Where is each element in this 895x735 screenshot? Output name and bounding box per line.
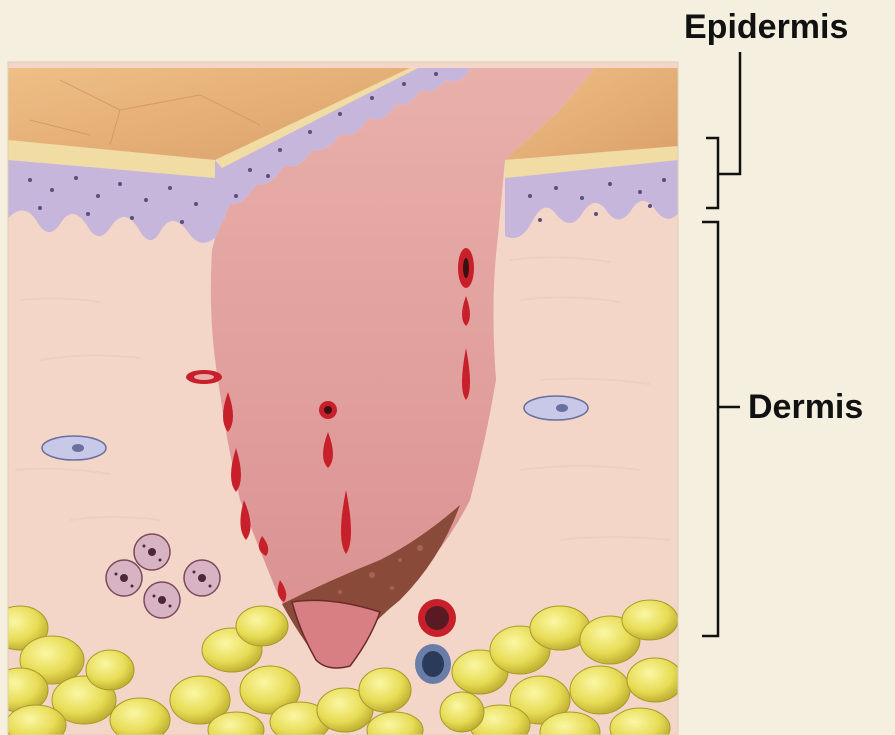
epidermis-label: Epidermis — [684, 10, 848, 44]
epidermis-bracket — [706, 52, 740, 208]
dermis-bracket — [702, 222, 740, 636]
dermis-label: Dermis — [748, 390, 863, 424]
